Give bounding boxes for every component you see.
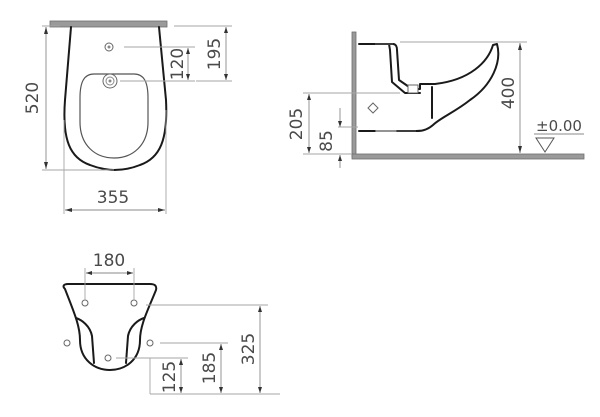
dim-overall-width: 355 bbox=[97, 188, 129, 208]
bidet-side-outline bbox=[358, 43, 500, 132]
fixing-hole-upper-right bbox=[130, 299, 138, 307]
side-view: 400 ±0.00 205 85 bbox=[287, 31, 585, 168]
floor-level-triangle-icon bbox=[535, 137, 555, 153]
top-view: 520 355 120 195 bbox=[23, 20, 232, 214]
dim-side-hole-height: 185 bbox=[200, 352, 220, 384]
fixing-hole-side-left bbox=[63, 339, 71, 347]
dim-tap-hole-from-wall: 120 bbox=[168, 48, 188, 80]
floor-section bbox=[351, 153, 585, 160]
rear-inner-right bbox=[125, 317, 145, 364]
wall-section bbox=[351, 31, 357, 158]
dim-rim-height: 400 bbox=[499, 77, 519, 109]
dim-upper-hole-height: 325 bbox=[239, 333, 259, 365]
rear-inner-left bbox=[75, 317, 95, 364]
dim-lower-hole-height: 125 bbox=[160, 361, 180, 393]
dim-fixing-hole-spacing: 180 bbox=[93, 251, 125, 271]
fixing-hole-bottom bbox=[104, 354, 112, 362]
rear-outer-outline bbox=[62, 283, 158, 371]
dim-overall-depth: 520 bbox=[23, 82, 43, 114]
rear-view: 180 125 185 325 bbox=[62, 251, 280, 395]
wall-bar bbox=[49, 20, 168, 28]
fixing-hole-side-right bbox=[146, 339, 154, 347]
dim-waste-from-wall: 195 bbox=[205, 38, 225, 70]
fixing-hole-upper-left bbox=[81, 299, 89, 307]
dim-waste-outlet-height: 205 bbox=[287, 108, 307, 140]
fixing-marker bbox=[367, 102, 379, 114]
floor-level-label: ±0.00 bbox=[536, 117, 582, 135]
bidet-bowl-outline bbox=[79, 73, 149, 159]
dim-fixing-height: 85 bbox=[317, 130, 337, 152]
